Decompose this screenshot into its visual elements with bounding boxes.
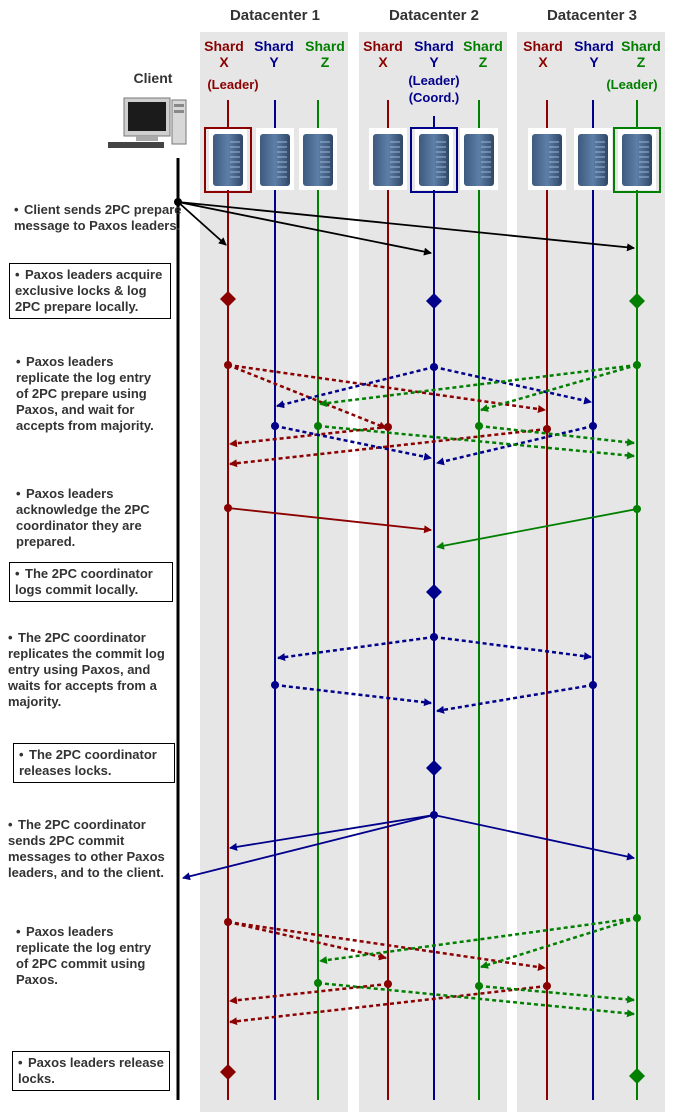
shard-role-label: (Coord.) <box>409 90 460 105</box>
shard-id-label: Z <box>321 54 330 70</box>
step-6-replicate-commit: •The 2PC coordinator replicates the comm… <box>8 630 165 709</box>
datacenter-3-title: Datacenter 3 <box>547 7 637 24</box>
shard-role-label: (Leader) <box>207 77 258 92</box>
shard-name-label: Shard <box>363 38 403 54</box>
commit-message-arrow <box>229 814 435 851</box>
shard-name-label: Shard <box>463 38 503 54</box>
message-arrow <box>317 424 635 460</box>
message-arrow <box>276 365 435 409</box>
message-arrow <box>277 635 435 662</box>
server-rack-icon <box>528 128 566 190</box>
message-arrow <box>478 984 635 1004</box>
server-icons <box>204 127 661 193</box>
log-event-diamond <box>220 291 236 307</box>
log-event-diamond <box>426 760 442 776</box>
step-10-release-locks: •Paxos leaders release locks. <box>12 1051 170 1091</box>
message-arrow <box>227 363 546 413</box>
log-event-diamond <box>220 1064 236 1080</box>
message-arrow <box>227 920 387 961</box>
step-2-acquire-locks: •Paxos leaders acquire exclusive locks &… <box>9 263 171 319</box>
leader-highlight-box <box>613 127 661 193</box>
shard-name-label: Shard <box>621 38 661 54</box>
ack-message-arrow <box>227 507 432 534</box>
message-arrow <box>480 363 638 412</box>
shard-id-label: X <box>219 54 229 70</box>
commit-to-client-arrow <box>182 814 435 881</box>
server-rack-icon <box>410 127 458 193</box>
step-8-send-commit: •The 2PC coordinator sends 2PC commit me… <box>8 817 165 880</box>
message-arrow <box>317 981 635 1018</box>
message-arrow <box>319 916 638 965</box>
step-5-coordinator-logs-commit: •The 2PC coordinator logs commit locally… <box>9 562 173 602</box>
message-arrow <box>433 635 592 661</box>
shard-id-label: Y <box>589 54 599 70</box>
shard-name-label: Shard <box>574 38 614 54</box>
server-rack-icon <box>460 128 498 190</box>
server-rack-icon <box>369 128 407 190</box>
message-arrow <box>227 363 387 430</box>
shard-id-label: X <box>538 54 548 70</box>
message-arrow <box>274 683 432 707</box>
prepare-message-arrow <box>177 201 432 256</box>
datacenter-1-title: Datacenter 1 <box>230 7 320 24</box>
leader-highlight-box <box>410 127 458 193</box>
shard-name-label: Shard <box>305 38 345 54</box>
server-rack-icon <box>613 127 661 193</box>
shard-role-label: (Leader) <box>606 77 657 92</box>
leader-highlight-box <box>204 127 252 193</box>
ack-message-arrow <box>436 508 638 550</box>
server-rack-icon <box>204 127 252 193</box>
shard-id-label: Y <box>269 54 279 70</box>
commit-message-arrow <box>433 814 635 861</box>
prepare-message-arrow <box>177 201 227 246</box>
shard-id-label: X <box>378 54 388 70</box>
log-event-diamond <box>426 293 442 309</box>
message-arrow <box>274 424 432 461</box>
log-event-diamond <box>629 293 645 309</box>
step-4-acknowledge-coordinator: •Paxos leaders acknowledge the 2PC coord… <box>16 486 150 549</box>
step-3-replicate-prepare: •Paxos leaders replicate the log entry o… <box>16 354 154 433</box>
shard-id-label: Y <box>429 54 439 70</box>
client-label: Client <box>134 70 173 86</box>
shard-name-label: Shard <box>204 38 244 54</box>
message-arrow <box>229 982 389 1005</box>
lifelines <box>176 100 638 1100</box>
log-event-diamond <box>629 1068 645 1084</box>
message-arrows <box>174 198 645 1084</box>
datacenter-3-panel <box>517 32 665 1112</box>
step-7-release-locks-coordinator: •The 2PC coordinator releases locks. <box>13 743 175 783</box>
shard-name-label: Shard <box>254 38 294 54</box>
step-9-replicate-commit-entry: •Paxos leaders replicate the log entry o… <box>16 924 152 987</box>
message-arrow <box>227 920 546 971</box>
shard-name-label: Shard <box>414 38 454 54</box>
message-arrow <box>229 425 389 448</box>
log-event-diamond <box>426 584 442 600</box>
prepare-message-arrow <box>177 201 635 252</box>
shard-name-label: Shard <box>523 38 563 54</box>
shard-labels: ShardX(Leader)ShardYShardZShardXShardY(L… <box>204 38 661 105</box>
message-arrow <box>480 916 638 969</box>
step-1-client-prepare: •Client sends 2PC prepare message to Pax… <box>14 202 182 233</box>
shard-id-label: Z <box>637 54 646 70</box>
desktop-computer-icon <box>108 97 187 148</box>
message-arrow <box>433 365 592 405</box>
server-rack-icon <box>256 128 294 190</box>
shard-id-label: Z <box>479 54 488 70</box>
datacenter-2-title: Datacenter 2 <box>389 7 479 24</box>
shard-role-label: (Leader) <box>408 73 459 88</box>
message-arrow <box>319 363 638 408</box>
message-arrow <box>436 683 594 714</box>
server-rack-icon <box>299 128 337 190</box>
message-arrow <box>478 424 635 447</box>
server-rack-icon <box>574 128 612 190</box>
